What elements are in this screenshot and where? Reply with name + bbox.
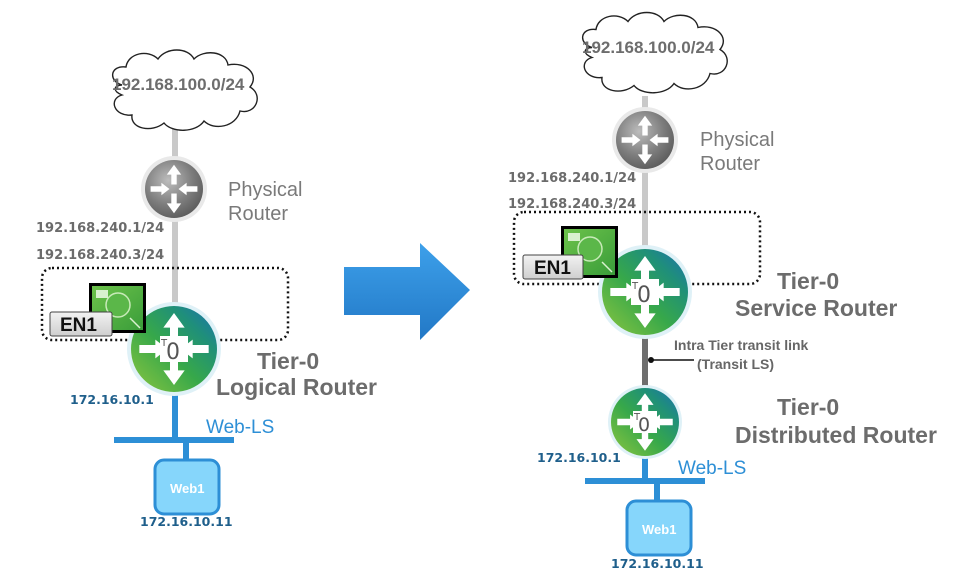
service-router-label-line1: Tier-0 xyxy=(777,268,839,294)
vm-web1-label: Web1 xyxy=(642,522,676,537)
physical-router-icon xyxy=(141,156,207,222)
vm-web1-ip: 172.16.10.11 xyxy=(611,556,704,571)
edge-node-label: EN1 xyxy=(60,315,97,336)
tier0-router-label-line1: Tier-0 xyxy=(257,348,319,374)
vm-link xyxy=(654,484,660,502)
web-ls-segment xyxy=(585,478,705,484)
tier0-router-label-line2: Logical Router xyxy=(216,374,377,400)
vm-link xyxy=(183,443,189,461)
tier0-service-router-icon: 0 T xyxy=(598,245,692,339)
tier0-badge-prefix: T xyxy=(160,338,168,349)
transit-link-label-line1: Intra Tier transit link xyxy=(674,337,809,353)
before-topology: 192.168.100.0/24 Physical Router 192.168… xyxy=(36,49,377,529)
tier0-badge-number: 0 xyxy=(166,340,180,365)
distributed-router-badge-number: 0 xyxy=(638,414,650,436)
downlink-line xyxy=(172,388,178,440)
edge-node-boundary xyxy=(512,210,762,286)
distributed-router-label-line1: Tier-0 xyxy=(777,394,839,420)
physical-router-icon xyxy=(612,107,678,173)
edge-node-boundary xyxy=(40,266,290,342)
distributed-router-badge-prefix: T xyxy=(633,412,641,423)
tier0-router-icon: 0 T xyxy=(127,302,221,396)
physical-router-label-line1: Physical xyxy=(700,129,774,151)
distributed-router-label-line2: Distributed Router xyxy=(735,422,937,448)
cloud-subnet-label: 192.168.100.0/24 xyxy=(112,75,245,94)
downlink-line xyxy=(642,455,648,481)
edge-uplink-ip: 192.168.240.3/24 xyxy=(36,248,164,263)
service-router-label-line2: Service Router xyxy=(735,295,897,321)
web-ls-segment xyxy=(114,437,234,443)
edge-node-label-box: EN1 xyxy=(49,311,113,337)
edge-node-label-box: EN1 xyxy=(522,254,584,280)
edge-node-label: EN1 xyxy=(534,258,571,279)
physical-router-label-line2: Router xyxy=(228,203,288,225)
service-router-badge-number: 0 xyxy=(637,283,651,308)
vm-web1[interactable]: Web1 xyxy=(625,499,693,557)
router-downlink-ip: 172.16.10.1 xyxy=(537,450,621,465)
vm-web1-ip: 172.16.10.11 xyxy=(140,514,233,529)
physical-router-uplink-ip: 192.168.240.1/24 xyxy=(36,221,164,236)
after-topology: 192.168.100.0/24 Physical Router 192.168… xyxy=(508,11,937,571)
router-downlink-ip: 172.16.10.1 xyxy=(70,392,154,407)
transit-link-line xyxy=(642,338,648,390)
vm-web1[interactable]: Web1 xyxy=(153,458,221,516)
physical-router-uplink-ip: 192.168.240.1/24 xyxy=(508,171,636,186)
arrow-right-icon xyxy=(344,243,470,340)
web-ls-label: Web-LS xyxy=(206,417,274,438)
cloud-subnet-label: 192.168.100.0/24 xyxy=(582,38,715,57)
tier0-distributed-router-icon: 0 T xyxy=(608,385,682,459)
transit-link-label-line2: (Transit LS) xyxy=(697,356,774,372)
web-ls-label: Web-LS xyxy=(678,458,746,479)
service-router-badge-prefix: T xyxy=(631,281,639,292)
uplink-line-mid xyxy=(642,165,648,255)
uplink-line-top xyxy=(172,125,178,165)
vm-web1-label: Web1 xyxy=(170,481,204,496)
uplink-line-top xyxy=(642,96,648,112)
edge-uplink-ip: 192.168.240.3/24 xyxy=(508,197,636,212)
physical-router-label-line1: Physical xyxy=(228,179,302,201)
uplink-line-mid xyxy=(172,215,178,310)
physical-router-label-line2: Router xyxy=(700,153,760,175)
